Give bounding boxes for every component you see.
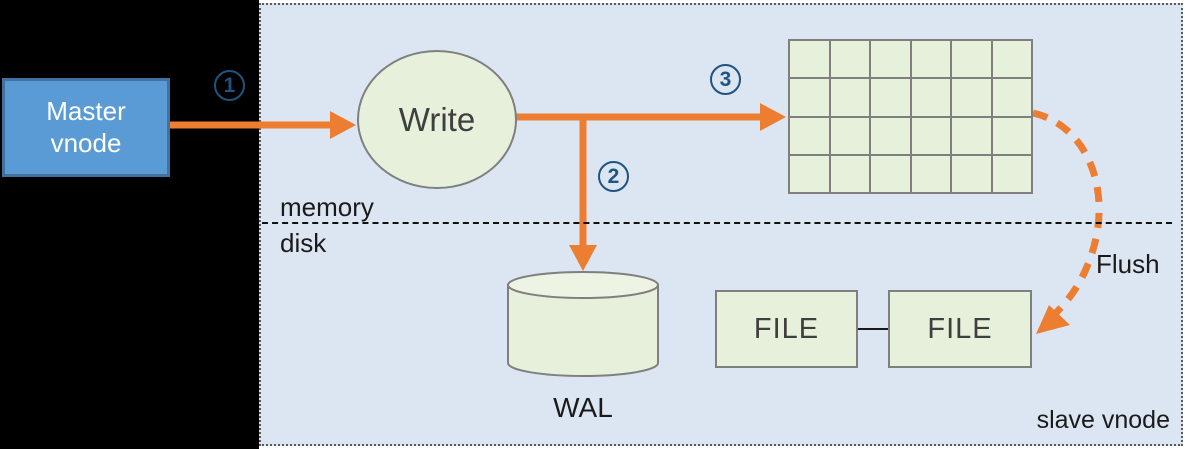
memtable-cell [830, 155, 869, 192]
memtable-cell [790, 41, 829, 78]
file-node-1-label: FILE [753, 312, 820, 345]
flush-arrow-label: Flush [1096, 249, 1160, 279]
left-background [0, 0, 259, 449]
memtable-cell [871, 117, 910, 154]
master-vnode-node: Master vnode [2, 78, 170, 177]
memtable-cell [830, 79, 869, 116]
slave-vnode-label: slave vnode [1036, 406, 1170, 434]
write-node: Write [357, 50, 517, 189]
memory-disk-divider [262, 222, 1172, 224]
memtable-cell [992, 79, 1031, 116]
step-3-badge: 3 [710, 64, 741, 95]
step-2-number: 2 [607, 164, 620, 188]
step-3-number: 3 [719, 67, 732, 91]
memtable-cell [952, 155, 991, 192]
memtable-cell [790, 79, 829, 116]
disk-region-label: disk [280, 228, 327, 258]
memtable-cell [952, 41, 991, 78]
wal-node-label: WAL [553, 392, 613, 423]
file-node-2: FILE [888, 290, 1032, 368]
memtable-cell [871, 41, 910, 78]
memtable-cell [790, 117, 829, 154]
master-vnode-label-line2: vnode [50, 127, 122, 158]
memtable-cell [911, 117, 950, 154]
memtable-cell [911, 79, 950, 116]
memtable-cell [992, 41, 1031, 78]
memtable-cell [911, 155, 950, 192]
memtable-cell [830, 117, 869, 154]
memory-region-label: memory [280, 192, 374, 222]
file-node-1: FILE [715, 290, 858, 368]
memtable-cell [911, 41, 950, 78]
step-2-badge: 2 [598, 161, 629, 192]
memtable-cell [952, 79, 991, 116]
memtable-cell [830, 41, 869, 78]
memtable-cell [871, 79, 910, 116]
master-vnode-label-line1: Master [46, 95, 126, 126]
step-1-number: 1 [223, 73, 236, 97]
memtable-grid [788, 39, 1033, 194]
step-1-badge: 1 [214, 70, 245, 101]
memtable-cell [992, 155, 1031, 192]
memtable-cell [992, 117, 1031, 154]
memtable-cell [952, 117, 991, 154]
write-node-label: Write [398, 100, 476, 138]
file-node-2-label: FILE [927, 312, 993, 345]
memtable-cell [871, 155, 910, 192]
memtable-cell [790, 155, 829, 192]
